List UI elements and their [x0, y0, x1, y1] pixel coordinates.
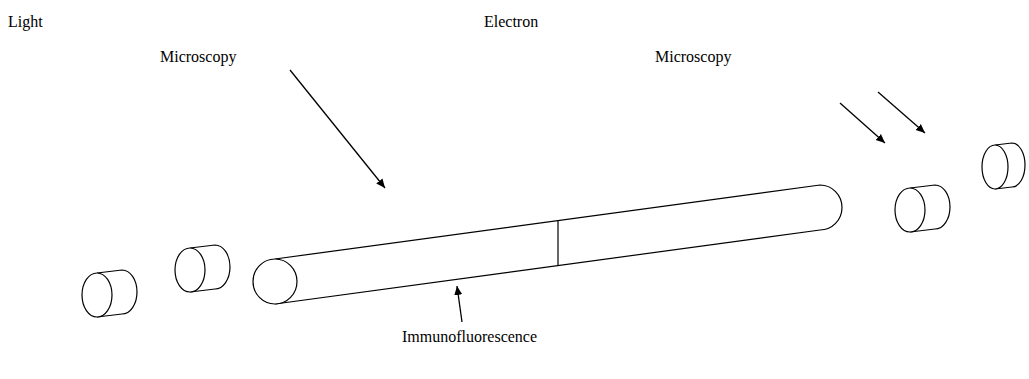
- caption-label: Light: [8, 13, 43, 31]
- leader-arrow: [840, 103, 885, 143]
- disc-face: [175, 248, 205, 292]
- caption-label: Microscopy: [655, 48, 731, 66]
- caption-label: Microscopy: [160, 48, 236, 66]
- disc-face: [982, 145, 1008, 189]
- disc-face: [82, 273, 112, 317]
- leader-arrow: [290, 70, 385, 188]
- leader-arrow: [878, 92, 925, 133]
- disc-face: [895, 188, 925, 232]
- caption-label: Immunofluorescence: [402, 328, 537, 346]
- rod-divider: [557, 221, 558, 266]
- caption-label: Electron: [484, 13, 538, 31]
- leader-arrow: [457, 286, 462, 322]
- rod-body: [275, 185, 842, 304]
- rod-end: [253, 259, 297, 304]
